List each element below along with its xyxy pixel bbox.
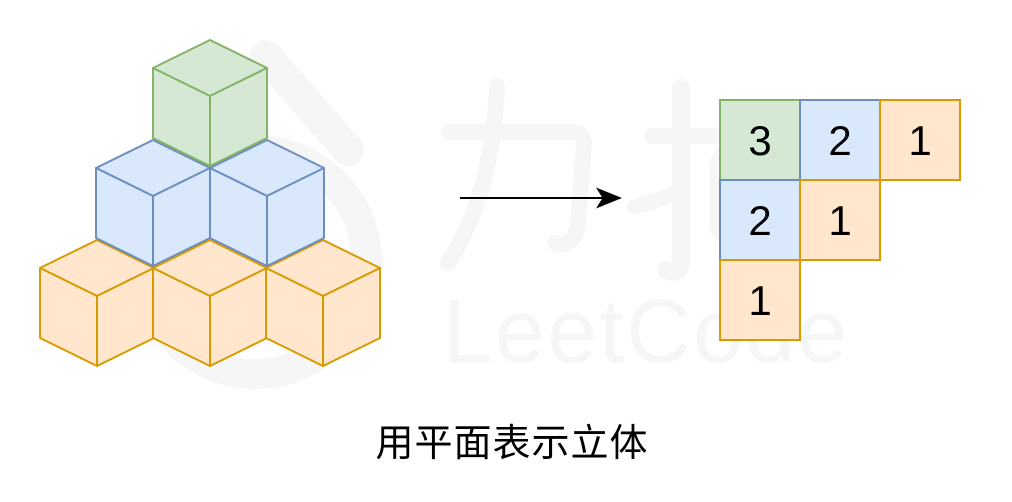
cell-rect: [719, 99, 801, 181]
cell-value: 3: [748, 117, 771, 164]
plane-grid: 3 2 2 1 1 1: [719, 99, 961, 341]
cell-value: 1: [748, 277, 771, 324]
leetcode-logo-slash-icon: [250, 40, 364, 166]
cube-green-top: [152, 39, 268, 167]
cell-value: 2: [748, 197, 771, 244]
cube-right-face: [209, 67, 268, 167]
cell-rect: [719, 259, 801, 341]
caption-text: 用平面表示立体: [375, 423, 649, 465]
cube-orange-bottom-middle: [152, 239, 268, 367]
cube-stack: [39, 39, 381, 367]
grid-cell-r0c1: 2: [799, 99, 881, 181]
cube-right-face: [266, 167, 325, 267]
arrow-head-icon: [596, 187, 622, 209]
grid-cell-r1c1: 1: [799, 179, 881, 261]
cell-rect: [799, 179, 881, 261]
grid-cell-r0c2: 1: [879, 99, 961, 181]
cube-blue-middle-left: [95, 139, 211, 267]
cube-orange-bottom-right: [265, 239, 381, 367]
cell-value: 1: [908, 117, 931, 164]
grid-cell-r1c0: 2: [719, 179, 801, 261]
cube-orange-bottom-left: [39, 239, 155, 367]
cube-right-face: [322, 267, 381, 367]
cell-value: 2: [828, 117, 851, 164]
cube-blue-middle-right: [209, 139, 325, 267]
grid-cell-r0c0: 3: [719, 99, 801, 181]
grid-cell-r2c0: 1: [719, 259, 801, 341]
cell-rect: [879, 99, 961, 181]
cell-value: 1: [828, 197, 851, 244]
transform-arrow: [460, 187, 622, 209]
cell-rect: [719, 179, 801, 261]
